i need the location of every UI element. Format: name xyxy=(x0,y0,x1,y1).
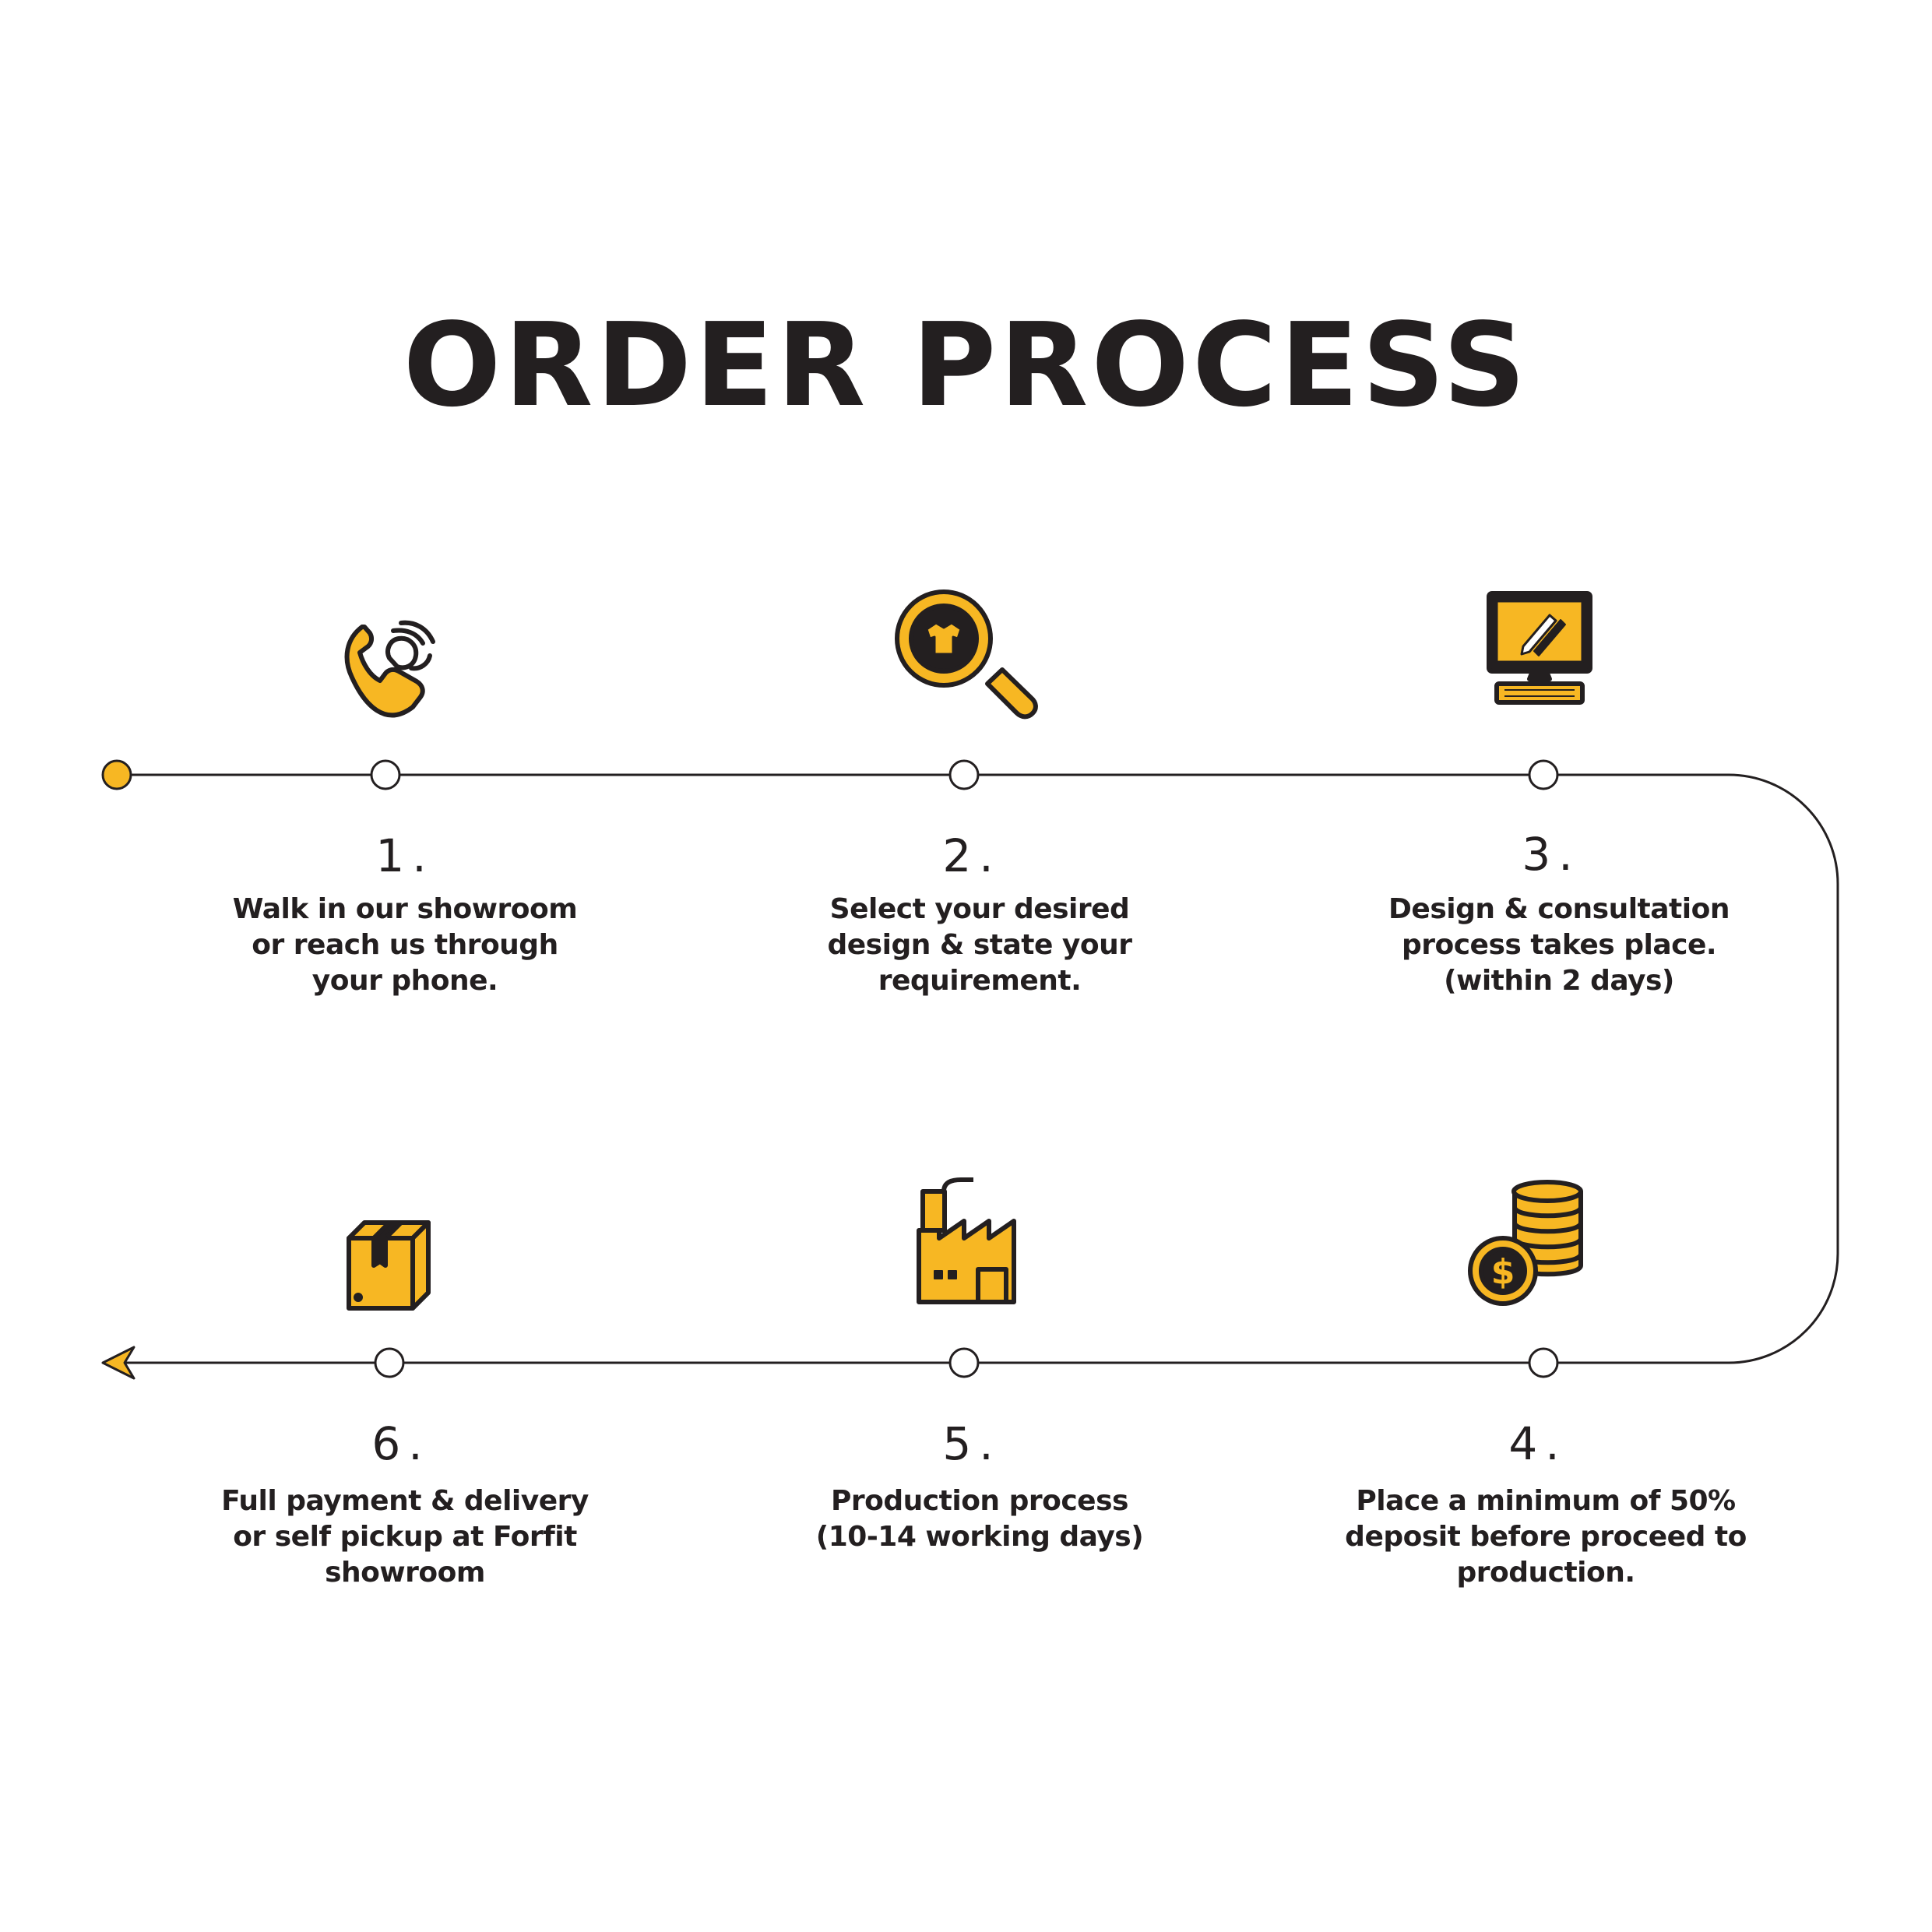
step-number-5: 5. xyxy=(942,1417,1001,1470)
computer-design-icon xyxy=(1487,591,1592,705)
step-description-3: Design & consultation process takes plac… xyxy=(1388,893,1730,997)
step-node-1 xyxy=(370,759,401,790)
step-node-3 xyxy=(1528,759,1559,790)
step-number-2: 2. xyxy=(942,829,1001,882)
step-number-6: 6. xyxy=(371,1417,431,1470)
step-description-5: Production process (10-14 working days) xyxy=(815,1485,1144,1553)
end-arrow-icon xyxy=(101,1346,135,1380)
step-description-6: Full payment & delivery or self pickup a… xyxy=(221,1485,589,1589)
svg-text:$: $ xyxy=(1491,1252,1515,1292)
phone-icon xyxy=(344,620,435,718)
step-node-2 xyxy=(948,759,980,790)
coins-icon: $ xyxy=(1468,1180,1583,1306)
step-number-1: 1. xyxy=(375,829,435,882)
process-path xyxy=(117,773,1839,1364)
start-dot xyxy=(101,759,132,790)
step-number-3: 3. xyxy=(1522,828,1581,881)
factory-icon xyxy=(917,1177,1016,1304)
magnifier-shirt-icon xyxy=(895,589,1038,720)
step-description-4: Place a minimum of 50% deposit before pr… xyxy=(1345,1485,1747,1589)
step-node-4 xyxy=(1528,1347,1559,1378)
step-description-2: Select your desired design & state your … xyxy=(827,893,1132,997)
step-number-4: 4. xyxy=(1508,1417,1568,1470)
step-node-5 xyxy=(948,1347,980,1378)
package-icon xyxy=(347,1220,431,1311)
step-node-6 xyxy=(374,1347,405,1378)
step-description-1: Walk in our showroom or reach us through… xyxy=(232,893,578,997)
page-title: ORDER PROCESS xyxy=(403,298,1529,432)
